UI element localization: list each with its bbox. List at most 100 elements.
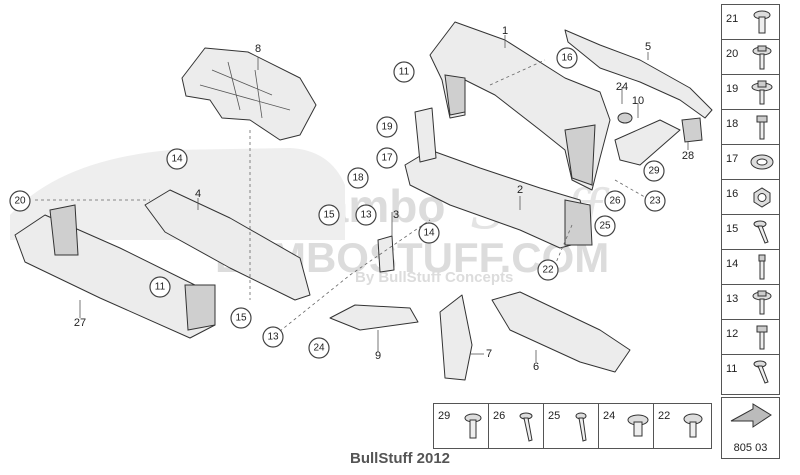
part-air-duct bbox=[181, 47, 317, 141]
svg-text:16: 16 bbox=[561, 53, 573, 64]
bolt-icon bbox=[756, 325, 768, 350]
legend-item-13[interactable]: 13 bbox=[722, 285, 779, 320]
label-10: 10 bbox=[632, 95, 644, 107]
label-28: 28 bbox=[682, 150, 694, 162]
part-small-bracket bbox=[377, 235, 395, 273]
expanding-rivet-icon bbox=[464, 413, 482, 439]
label-1: 1 bbox=[502, 25, 508, 37]
fastener-legend-side: 21 20 19 18 17 16 15 14 13 12 11 bbox=[721, 4, 780, 395]
footer-caption: BullStuff 2012 bbox=[349, 450, 451, 467]
flange-bolt-icon bbox=[752, 290, 772, 315]
label-5: 5 bbox=[645, 41, 651, 53]
watermark-byline: By BullStuff Concepts bbox=[355, 269, 513, 286]
screw-icon bbox=[753, 10, 771, 34]
legend-item-26[interactable]: 26 bbox=[489, 404, 544, 448]
part-side-bracket bbox=[414, 107, 437, 163]
svg-text:29: 29 bbox=[648, 166, 660, 177]
callout-15b: 15 bbox=[230, 307, 252, 329]
legend-item-16[interactable]: 16 bbox=[722, 180, 779, 215]
callout-12: 11 bbox=[393, 61, 415, 83]
label-23: 24 bbox=[616, 81, 628, 93]
callout-24: 24 bbox=[308, 337, 330, 359]
arrow-icon bbox=[730, 403, 772, 428]
svg-text:13: 13 bbox=[267, 332, 279, 343]
svg-text:15: 15 bbox=[323, 210, 335, 221]
part-cable bbox=[564, 29, 713, 119]
legend-item-12[interactable]: 12 bbox=[722, 320, 779, 355]
reference-lines bbox=[35, 59, 651, 336]
callout-13b: 13 bbox=[262, 326, 284, 348]
flange-bolt-icon bbox=[752, 45, 772, 70]
part-crash-box-right bbox=[614, 112, 703, 166]
leader-lines bbox=[79, 35, 689, 362]
svg-text:17: 17 bbox=[381, 153, 393, 164]
legend-item-17[interactable]: 17 bbox=[722, 145, 779, 180]
diagram-id-box: 805 03 bbox=[721, 397, 780, 459]
fastener-legend-bottom: 29 26 25 24 22 bbox=[433, 403, 712, 449]
plastic-screw-icon bbox=[519, 412, 533, 442]
part-lower-cross-member bbox=[404, 149, 593, 249]
svg-text:19: 19 bbox=[381, 122, 393, 133]
callout-20: 20 bbox=[9, 190, 31, 212]
label-8: 8 bbox=[255, 43, 261, 55]
svg-text:22: 22 bbox=[542, 265, 554, 276]
label-4: 4 bbox=[195, 188, 201, 200]
svg-text:18: 18 bbox=[352, 173, 364, 184]
label-6: 6 bbox=[533, 361, 539, 373]
torx-screw-icon bbox=[753, 360, 769, 384]
part-side-support bbox=[439, 294, 473, 381]
callout-11a: 11 bbox=[149, 276, 171, 298]
nut-icon bbox=[753, 187, 771, 208]
legend-item-29[interactable]: 29 bbox=[434, 404, 489, 448]
svg-text:25: 25 bbox=[599, 221, 611, 232]
svg-text:13: 13 bbox=[360, 210, 372, 221]
part-bumper-beam bbox=[144, 189, 311, 301]
part-bracket-lower bbox=[329, 304, 419, 331]
svg-text:14: 14 bbox=[423, 228, 435, 239]
part-underbody-panel bbox=[491, 291, 631, 373]
spreading-rivet-icon bbox=[627, 414, 649, 437]
callout-17: 17 bbox=[376, 147, 398, 169]
clip-rivet-icon bbox=[683, 413, 703, 438]
legend-item-14[interactable]: 14 bbox=[722, 250, 779, 285]
part-radiator-frame bbox=[429, 21, 611, 191]
callout-markers: 11 16 19 17 18 14 20 15 13 14 29 26 23 2… bbox=[9, 47, 666, 359]
legend-item-15[interactable]: 15 bbox=[722, 215, 779, 250]
svg-text:26: 26 bbox=[609, 196, 621, 207]
clip-icon bbox=[575, 412, 587, 442]
callout-18: 18 bbox=[347, 167, 369, 189]
callout-22: 23 bbox=[644, 190, 666, 212]
callout-14b: 14 bbox=[418, 222, 440, 244]
svg-text:14: 14 bbox=[171, 154, 183, 165]
legend-item-19[interactable]: 19 bbox=[722, 75, 779, 110]
callout-16: 16 bbox=[556, 47, 578, 69]
diagram-id: 805 03 bbox=[733, 442, 768, 454]
grommet-icon bbox=[750, 154, 774, 170]
legend-item-20[interactable]: 20 bbox=[722, 40, 779, 75]
callout-25: 25 bbox=[594, 215, 616, 237]
label-27: 27 bbox=[74, 317, 86, 329]
callout-15a: 15 bbox=[318, 204, 340, 226]
label-7: 7 bbox=[486, 348, 492, 360]
label-9: 9 bbox=[375, 350, 381, 362]
stud-bolt-icon bbox=[758, 254, 766, 280]
legend-item-21[interactable]: 21 bbox=[722, 5, 779, 40]
legend-item-24[interactable]: 24 bbox=[599, 404, 654, 448]
self-tapping-screw-icon bbox=[753, 220, 769, 244]
callout-14a: 14 bbox=[166, 148, 188, 170]
callout-21: 22 bbox=[537, 259, 559, 281]
legend-item-25[interactable]: 25 bbox=[544, 404, 599, 448]
legend-item-11[interactable]: 11 bbox=[722, 355, 779, 390]
legend-item-18[interactable]: 18 bbox=[722, 110, 779, 145]
callout-13a: 13 bbox=[355, 204, 377, 226]
washer-bolt-icon bbox=[751, 80, 773, 105]
part-front-crossbar bbox=[14, 204, 216, 339]
svg-text:24: 24 bbox=[313, 343, 325, 354]
callout-26: 26 bbox=[604, 190, 626, 212]
svg-text:20: 20 bbox=[14, 196, 26, 207]
legend-item-22[interactable]: 22 bbox=[654, 404, 709, 448]
svg-text:23: 23 bbox=[649, 196, 661, 207]
callout-29: 29 bbox=[643, 160, 665, 182]
svg-text:15: 15 bbox=[235, 313, 247, 324]
bolt-icon bbox=[756, 115, 768, 140]
